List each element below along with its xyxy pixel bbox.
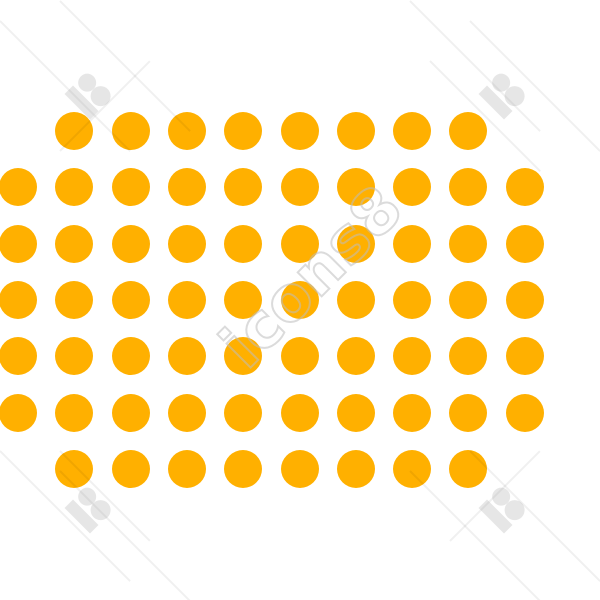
dot [111,337,150,376]
dot [167,112,206,150]
dot [55,112,94,150]
dot [280,168,319,207]
dot [393,449,432,488]
dot [280,337,319,376]
dot [393,112,432,150]
dot [505,393,544,432]
dot [55,337,94,376]
dot [336,393,375,432]
dot [224,168,263,207]
dot [393,168,432,207]
dot [55,280,94,319]
dot [393,337,432,376]
dot [0,393,37,432]
dot [336,168,375,207]
dot [111,168,150,207]
dot [336,280,375,319]
dot [111,224,150,263]
dot [167,280,206,319]
dot [449,449,488,488]
dot [280,280,319,319]
dot [55,393,94,432]
dot [55,224,94,263]
dot [336,449,375,488]
dot [0,337,37,376]
dot [111,449,150,488]
dot [280,449,319,488]
dot [111,393,150,432]
dot [0,280,37,319]
dot [449,112,488,150]
dot [505,224,544,263]
dot [224,337,263,376]
dot [111,112,150,150]
dot [111,280,150,319]
dot [167,224,206,263]
dot [449,280,488,319]
dot [505,337,544,376]
dot [280,224,319,263]
dot [167,449,206,488]
dot [393,280,432,319]
dot [449,168,488,207]
dot [55,449,94,488]
dot [336,337,375,376]
dot [224,112,263,150]
dot [505,280,544,319]
dot [224,393,263,432]
dot [336,112,375,150]
dot [393,393,432,432]
dot [0,224,37,263]
dot [449,337,488,376]
dot [224,280,263,319]
dot [0,168,37,207]
dot [336,224,375,263]
dot [224,224,263,263]
dot [449,224,488,263]
dot [224,449,263,488]
dot [167,393,206,432]
dot [167,337,206,376]
dot [505,168,544,207]
dot [393,224,432,263]
dot [280,112,319,150]
dot [167,168,206,207]
dot [280,393,319,432]
dot [55,168,94,207]
dot [449,393,488,432]
